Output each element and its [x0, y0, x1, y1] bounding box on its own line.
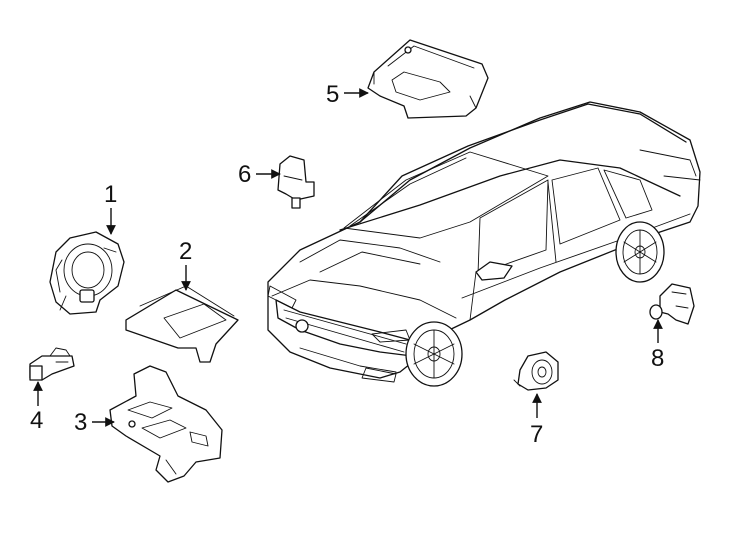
callout-8-number: 8 — [651, 345, 664, 372]
callout-6: 6 — [238, 161, 281, 188]
callout-5: 5 — [326, 81, 369, 108]
callout-3: 3 — [74, 409, 115, 436]
callout-2-number: 2 — [179, 238, 192, 265]
callout-1: 1 — [104, 181, 117, 235]
callout-6-number: 6 — [238, 161, 251, 188]
part-impact-sensor — [277, 155, 315, 209]
part-mounting-bracket — [109, 365, 223, 483]
callout-5-number: 5 — [326, 81, 339, 108]
part-control-module — [125, 285, 239, 363]
callout-4: 4 — [30, 381, 43, 434]
part-occupant-sensor — [513, 351, 559, 391]
callout-8: 8 — [651, 319, 664, 372]
part-sensor-connector — [29, 347, 75, 381]
vehicle-illustration — [267, 101, 701, 387]
callout-3-number: 3 — [74, 409, 87, 436]
callout-1-number: 1 — [104, 181, 117, 208]
callout-7: 7 — [530, 393, 543, 448]
part-airbag-control-unit — [367, 39, 489, 119]
callout-2: 2 — [179, 238, 192, 291]
callout-7-number: 7 — [530, 421, 543, 448]
part-clock-spring — [49, 231, 125, 315]
callout-4-number: 4 — [30, 407, 43, 434]
part-side-sensor — [649, 283, 695, 325]
